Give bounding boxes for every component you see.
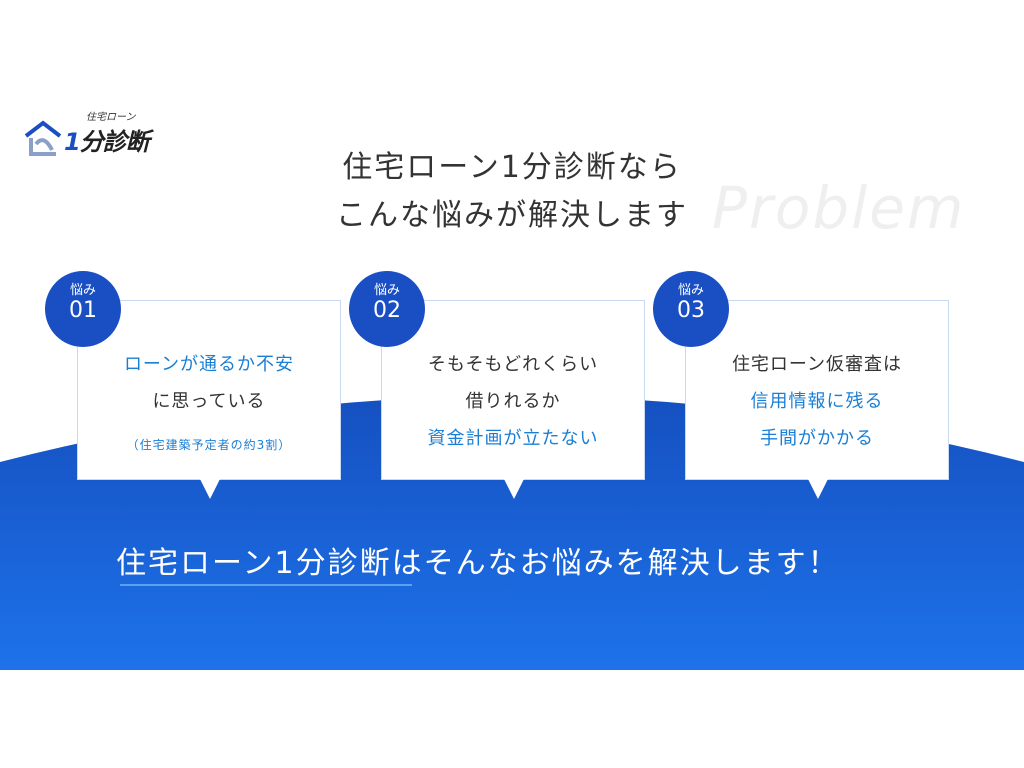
- watermark: Problem: [712, 174, 966, 242]
- title-line-1: 住宅ローン1分診断なら: [342, 150, 682, 185]
- problem-card-3: 住宅ローン仮審査は 信用情報に残る 手間がかかる: [685, 300, 949, 499]
- card-note: （住宅建築予定者の約3割）: [126, 438, 292, 452]
- title-line-2: こんな悩みが解決します: [336, 198, 688, 233]
- house-logo-icon: [24, 120, 62, 156]
- card-text: 借りれるか: [465, 391, 561, 412]
- logo-subtitle: 住宅ローン: [86, 112, 136, 123]
- logo-name: 分診断: [79, 128, 150, 156]
- solution-text: 住宅ローン1分診断はそんなお悩みを解決します！: [116, 546, 840, 581]
- card-text: ローンが通るか不安: [123, 354, 295, 375]
- card-text: 信用情報に残る: [750, 391, 884, 412]
- problem-card-1: ローンが通るか不安 に思っている （住宅建築予定者の約3割）: [77, 300, 341, 499]
- problem-card-2: そもそもどれくらい 借りれるか 資金計画が立たない: [381, 300, 645, 499]
- solution-underline: [120, 584, 412, 586]
- logo: 住宅ローン 1分診断: [24, 112, 184, 162]
- card-text: 資金計画が立たない: [427, 428, 599, 449]
- logo-number: 1: [64, 128, 81, 156]
- card-text: 住宅ローン仮審査は: [731, 354, 903, 375]
- card-text: そもそもどれくらい: [427, 354, 599, 375]
- card-text: 手間がかかる: [760, 428, 874, 449]
- card-text: に思っている: [152, 391, 266, 412]
- page-title: 住宅ローン1分診断なら こんな悩みが解決します: [262, 144, 762, 240]
